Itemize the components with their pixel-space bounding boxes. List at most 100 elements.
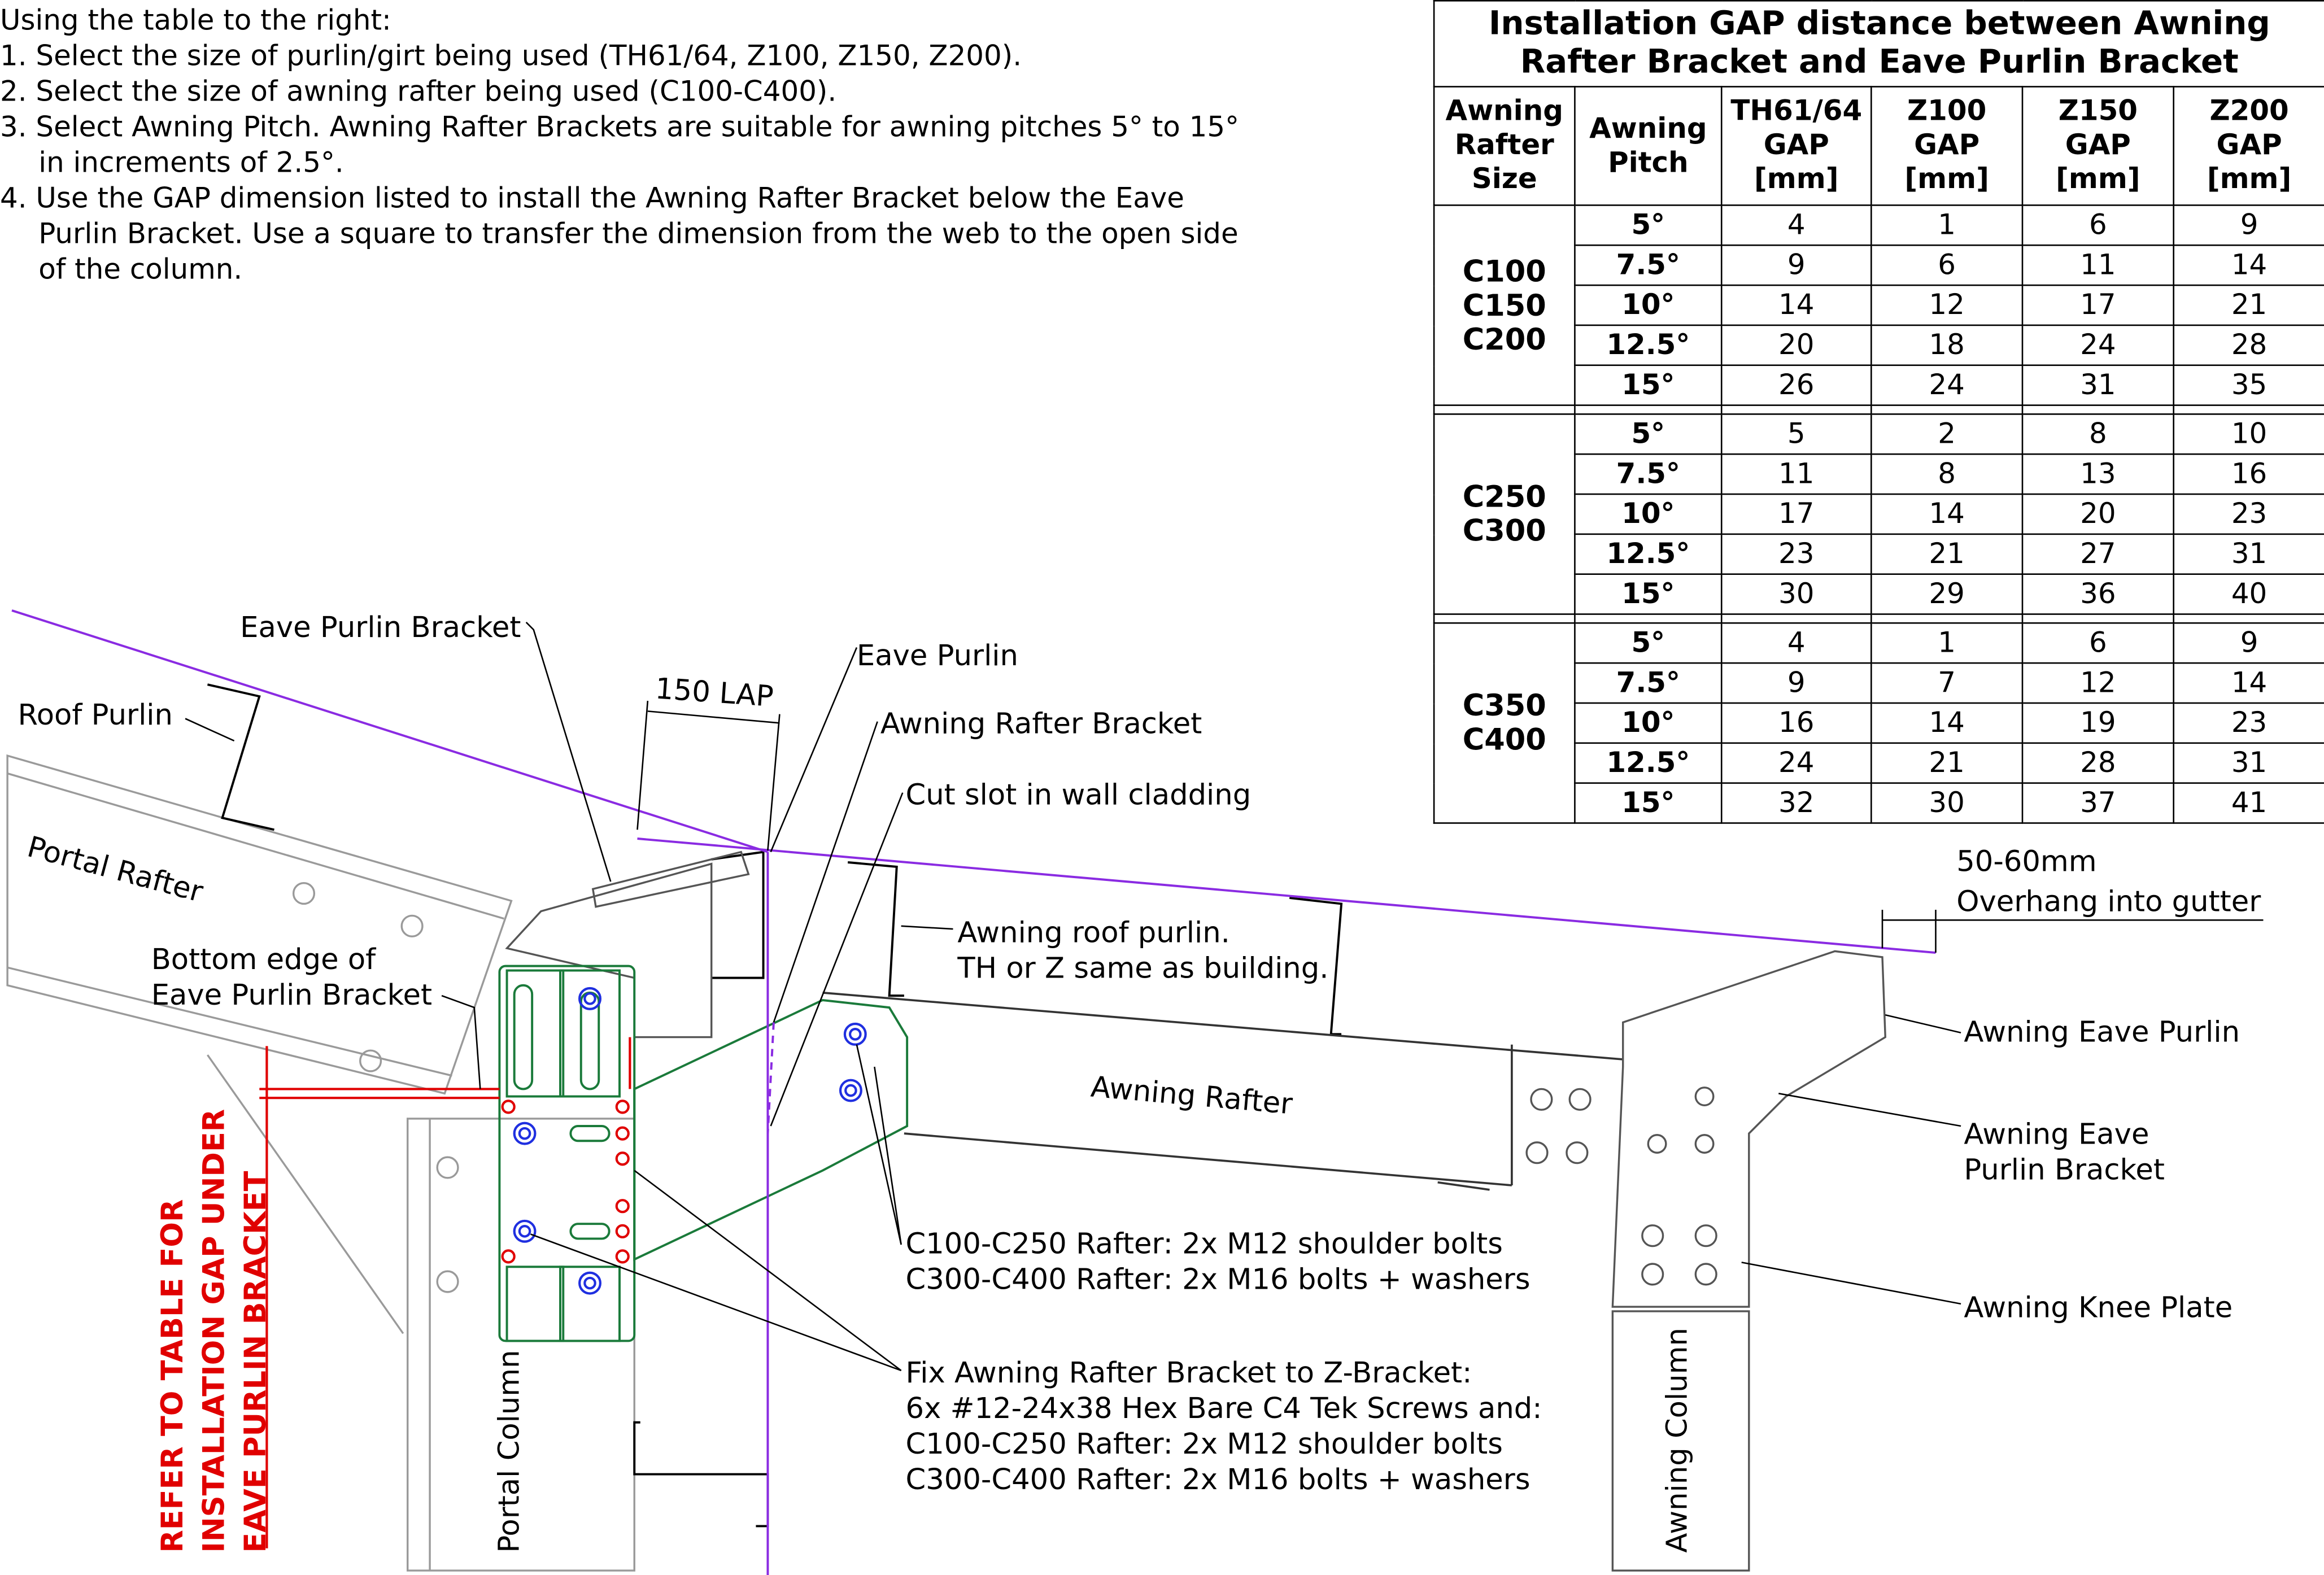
- roof-purlin-shape: [207, 683, 274, 831]
- label-bottom-edge: Bottom edge of Eave Purlin Bracket: [151, 943, 432, 1014]
- gap-value-cell: 30: [1720, 573, 1872, 615]
- portal-rafter: [6, 754, 513, 1095]
- header-word: TH61/64: [1730, 94, 1863, 128]
- header-word: GAP: [2216, 129, 2282, 162]
- instruction-line: in increments of 2.5°.: [38, 146, 344, 180]
- pitch-cell: 5°: [1574, 622, 1723, 664]
- gap-value-cell: 16: [2173, 453, 2324, 495]
- instruction-line: of the column.: [38, 253, 243, 286]
- gap-value-cell: 23: [2173, 493, 2324, 535]
- gap-value-cell: 23: [1720, 533, 1872, 575]
- gap-value-cell: 31: [2021, 364, 2174, 406]
- label-portal-column: Portal Column: [492, 1350, 526, 1553]
- gap-value-cell: 14: [1870, 702, 2024, 744]
- gap-value-cell: 27: [2021, 533, 2174, 575]
- gap-value-cell: 37: [2021, 782, 2174, 824]
- gap-value-cell: 28: [2173, 324, 2324, 367]
- awning-rafter-bracket: [498, 965, 909, 1342]
- gap-value-cell: 20: [1720, 324, 1872, 367]
- rafter-size: C400: [1462, 721, 1546, 757]
- header-word: Z150: [2058, 94, 2138, 128]
- gap-table: Installation GAP distance between Awning…: [1433, 0, 2324, 824]
- gap-value-cell: 12: [1870, 284, 2024, 326]
- pitch-cell: 10°: [1574, 284, 1723, 326]
- label-line: EAVE PURLIN BRACKET: [237, 1171, 273, 1553]
- gap-value-cell: 36: [2021, 573, 2174, 615]
- gap-value-cell: 12: [2021, 662, 2174, 704]
- label-line: Purlin Bracket: [1964, 1153, 2165, 1187]
- table-title: Installation GAP distance between Awning…: [1433, 0, 2324, 88]
- pitch-cell: 7.5°: [1574, 244, 1723, 286]
- rafter-size: C100: [1462, 252, 1546, 289]
- gap-value-cell: 6: [1870, 244, 2024, 286]
- label-roof-purlin: Roof Purlin: [18, 697, 173, 732]
- header-word: Z200: [2209, 94, 2289, 128]
- tek-screws: [259, 1037, 631, 1548]
- gap-value-cell: 2: [1870, 413, 2024, 455]
- rafter-size: C200: [1462, 321, 1546, 356]
- label-line: TH or Z same as building.: [957, 951, 1329, 985]
- pitch-cell: 7.5°: [1574, 453, 1723, 495]
- label-awning-eave-purlin-bracket: Awning Eave Purlin Bracket: [1964, 1117, 2165, 1188]
- gap-value-cell: 18: [1870, 324, 2024, 367]
- gap-value-cell: 31: [2173, 533, 2324, 575]
- gap-value-cell: 14: [1870, 493, 2024, 535]
- eave-purlin-bracket-shape: [505, 850, 750, 1039]
- gap-value-cell: 6: [2021, 204, 2174, 246]
- gap-value-cell: 1: [1870, 622, 2024, 664]
- gap-value-cell: 11: [1720, 453, 1872, 495]
- pitch-cell: 10°: [1574, 493, 1723, 535]
- gap-value-cell: 24: [2021, 324, 2174, 367]
- awning-knee-plate: [1525, 950, 1886, 1572]
- gap-value-cell: 9: [2173, 622, 2324, 664]
- gap-value-cell: 21: [1870, 742, 2024, 784]
- header-word: [mm]: [2207, 163, 2292, 196]
- gap-value-cell: 10: [2173, 413, 2324, 455]
- label-line: Awning Eave: [1964, 1117, 2149, 1151]
- wall-cladding-and-purlins: [207, 683, 1343, 1528]
- gap-value-cell: 4: [1720, 204, 1872, 246]
- gap-value-cell: 40: [2173, 573, 2324, 615]
- header-word: GAP: [1763, 129, 1829, 162]
- instructions: Using the table to the right: 1. Select …: [0, 3, 1239, 287]
- gap-value-cell: 28: [2021, 742, 2174, 784]
- header-word: Awning: [1589, 112, 1707, 145]
- instruction-line: 3. Select Awning Pitch. Awning Rafter Br…: [0, 111, 1240, 144]
- label-refer-note: REFER TO TABLE FOR INSTALLATION GAP UNDE…: [151, 1109, 276, 1553]
- label-fix-note: Fix Awning Rafter Bracket to Z-Bracket: …: [906, 1356, 1542, 1498]
- gap-value-cell: 14: [1720, 284, 1872, 326]
- gap-value-cell: 35: [2173, 364, 2324, 406]
- label-awning-roof-purlin: Awning roof purlin. TH or Z same as buil…: [957, 915, 1328, 987]
- gap-value-cell: 23: [2173, 702, 2324, 744]
- gap-value-cell: 30: [1870, 782, 2024, 824]
- roof-pitch-lines: [11, 609, 1936, 1575]
- rafter-size: C150: [1462, 286, 1546, 322]
- gap-value-cell: 6: [2021, 622, 2174, 664]
- header-word: Pitch: [1608, 146, 1689, 179]
- label-line: 50-60mm: [1956, 844, 2097, 879]
- label-eave-purlin-bracket: Eave Purlin Bracket: [240, 610, 521, 645]
- bolts: [513, 987, 867, 1295]
- label-line: Bottom edge of: [151, 942, 376, 977]
